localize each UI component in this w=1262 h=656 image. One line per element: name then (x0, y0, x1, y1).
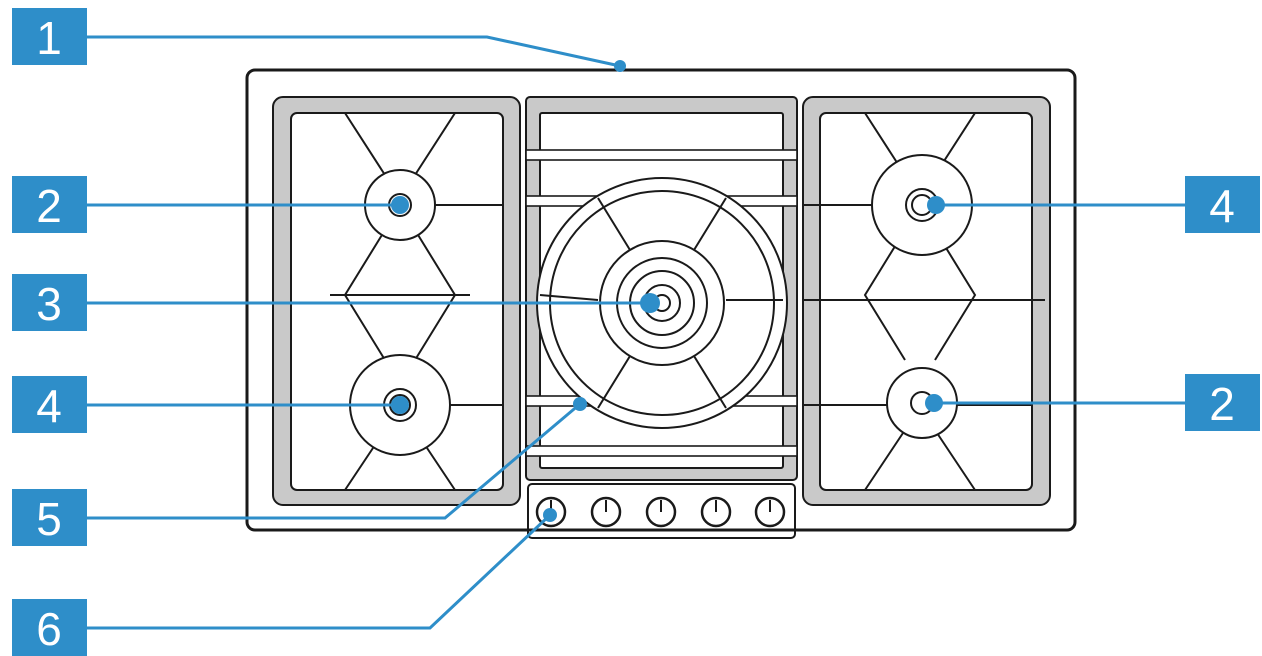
svg-text:6: 6 (36, 603, 62, 655)
left-pan-support (272, 96, 521, 506)
svg-text:4: 4 (1209, 180, 1235, 232)
svg-text:2: 2 (1209, 378, 1235, 430)
leader-5 (86, 402, 581, 520)
leader-6 (86, 513, 552, 630)
callout-badge-4b: 4 (1185, 176, 1260, 233)
callout-badge-1: 1 (12, 8, 87, 65)
svg-text:3: 3 (36, 278, 62, 330)
callout-badge-6: 6 (12, 599, 87, 656)
control-panel (527, 483, 796, 539)
svg-text:4: 4 (36, 380, 62, 432)
hob-frame (245, 68, 1077, 532)
callout-badge-4a: 4 (12, 376, 87, 433)
control-knob-2[interactable] (590, 496, 622, 528)
leader-1 (86, 35, 621, 68)
right-pan-support (802, 96, 1051, 506)
center-pan-support (525, 96, 798, 481)
callout-badge-2a: 2 (12, 176, 87, 233)
callout-badge-3: 3 (12, 274, 87, 331)
control-knob-5[interactable] (754, 496, 786, 528)
svg-text:1: 1 (36, 12, 62, 64)
callout-badge-2b: 2 (1185, 374, 1260, 431)
svg-text:5: 5 (36, 493, 62, 545)
callout-badge-5: 5 (12, 489, 87, 546)
svg-text:2: 2 (36, 180, 62, 232)
control-knob-4[interactable] (700, 496, 732, 528)
callout-leaders (86, 35, 1185, 630)
control-knob-3[interactable] (645, 496, 677, 528)
